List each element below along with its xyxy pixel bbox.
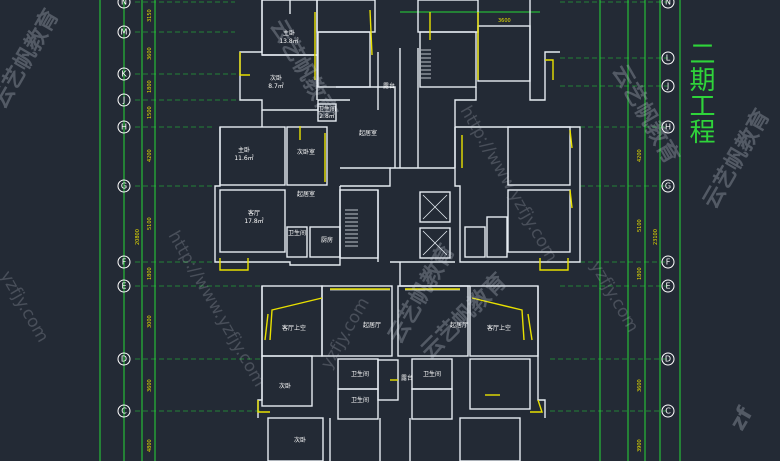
room-master-bed-mid: 主卧 [238, 146, 250, 154]
dim-left-3: 1500 [147, 106, 153, 119]
dim-left-5: 5100 [147, 217, 153, 230]
room-bath-top-area: 2.8㎡ [319, 112, 335, 120]
dim-right-4: 3900 [637, 439, 643, 452]
axis-labels: N M K J H G F E D C N L J H G F E D C [121, 0, 672, 416]
axis-label-f-right: F [666, 258, 671, 267]
watermarks: 云艺帆教育 http://www.yzfjy.com yzfjy.com 云艺帆… [0, 5, 775, 435]
dim-left-4: 4200 [147, 149, 153, 162]
room-kitchen: 厨房 [321, 236, 333, 244]
axis-label-c-right: C [665, 407, 671, 416]
room-bath-top: 卫生间 [318, 105, 336, 113]
dim-top: 3600 [498, 18, 511, 24]
project-title: 二期工程 [685, 40, 715, 144]
room-master-bed-left-area: 13.8㎡ [279, 37, 298, 45]
room-second-bed-bottom: 次卧 [294, 436, 306, 444]
dim-right-1: 5100 [637, 219, 643, 232]
dim-total-left: 20800 [135, 229, 141, 245]
dim-left-9: 4800 [147, 439, 153, 452]
dim-right-2: 1800 [637, 267, 643, 280]
axis-label-n: N [121, 0, 127, 7]
axis-label-h: H [121, 123, 127, 132]
axis-label-d: D [121, 355, 127, 364]
room-parlor-void-right: 客厅上空 [487, 324, 511, 332]
axis-label-g-right: G [665, 182, 671, 191]
room-master-wardrobe: 次卧室 [297, 148, 315, 156]
stairs [330, 49, 460, 291]
dim-left-6: 1800 [147, 267, 153, 280]
room-living-low-right: 起居厅 [450, 321, 468, 329]
room-bath-low-3: 卫生间 [423, 370, 441, 378]
dim-left-7: 3000 [147, 315, 153, 328]
room-second-bed-low: 次卧 [279, 382, 291, 390]
room-living-low-left: 起居厅 [363, 321, 381, 329]
dim-left-8: 3600 [147, 379, 153, 392]
dim-left-0: 3150 [147, 9, 153, 22]
watermark-6: yzfjy.com [586, 258, 643, 336]
dim-left-2: 1800 [147, 80, 153, 93]
room-balcony-top: 露台 [383, 82, 395, 90]
axis-label-k: K [121, 70, 127, 79]
room-master-bed-mid-area: 11.6㎡ [234, 154, 253, 162]
walls [214, 0, 581, 461]
dim-total-right: 23100 [653, 229, 659, 245]
dim-left-1: 3600 [147, 47, 153, 60]
windows [219, 9, 573, 413]
room-master-bed-left: 主卧 [283, 29, 295, 37]
axis-label-j: J [122, 96, 125, 105]
room-parlor: 客厅 [248, 209, 260, 217]
dimension-texts: 3150 3600 1800 1500 4200 5100 1800 3000 … [135, 9, 659, 452]
axis-label-g: G [121, 182, 127, 191]
room-bath-low-2: 卫生间 [351, 396, 369, 404]
watermark-2: yzfjy.com [0, 268, 53, 346]
axis-label-e-right: E [665, 282, 670, 291]
elevator-marks [422, 194, 448, 256]
axis-label-e: E [121, 282, 126, 291]
axis-label-n-right: N [665, 0, 671, 7]
dim-right-0: 4200 [637, 149, 643, 162]
axis-label-l-right: L [666, 54, 671, 63]
axis-label-m: M [121, 28, 128, 37]
project-title-group: 二期工程 [685, 40, 715, 144]
room-parlor-void-left: 客厅上空 [282, 324, 306, 332]
room-bath-mid: 卫生间 [288, 229, 306, 237]
watermark-10: yzfjy.com [317, 294, 374, 372]
watermark-11: zf [726, 403, 759, 435]
axis-label-c: C [121, 407, 127, 416]
room-labels: 主卧 13.8㎡ 次卧 8.7㎡ 卫生间 2.8㎡ 起居室 露台 主卧 11.6… [234, 29, 511, 444]
axis-label-d-right: D [665, 355, 671, 364]
axis-label-j-right: J [666, 82, 669, 91]
room-bath-low-1: 卫生间 [351, 370, 369, 378]
room-second-bed-left-area: 8.7㎡ [268, 82, 284, 90]
room-parlor-area: 17.8㎡ [244, 217, 263, 225]
room-living-mid: 起居室 [297, 190, 315, 198]
room-second-bed-left: 次卧 [270, 74, 282, 82]
dim-right-3: 3600 [637, 379, 643, 392]
room-balcony-low: 露台 [401, 374, 413, 382]
axis-grid-lines [135, 1, 668, 412]
axis-label-f: F [122, 258, 127, 267]
watermark-3: 云艺帆教育 [607, 60, 685, 168]
axis-label-h-right: H [665, 123, 671, 132]
axis-bubbles [117, 0, 675, 418]
watermark-7: 云艺帆教育 [265, 15, 343, 123]
room-stair-top: 起居室 [359, 129, 377, 137]
dimension-lines [99, 0, 681, 461]
watermark-0: 云艺帆教育 [0, 5, 64, 113]
